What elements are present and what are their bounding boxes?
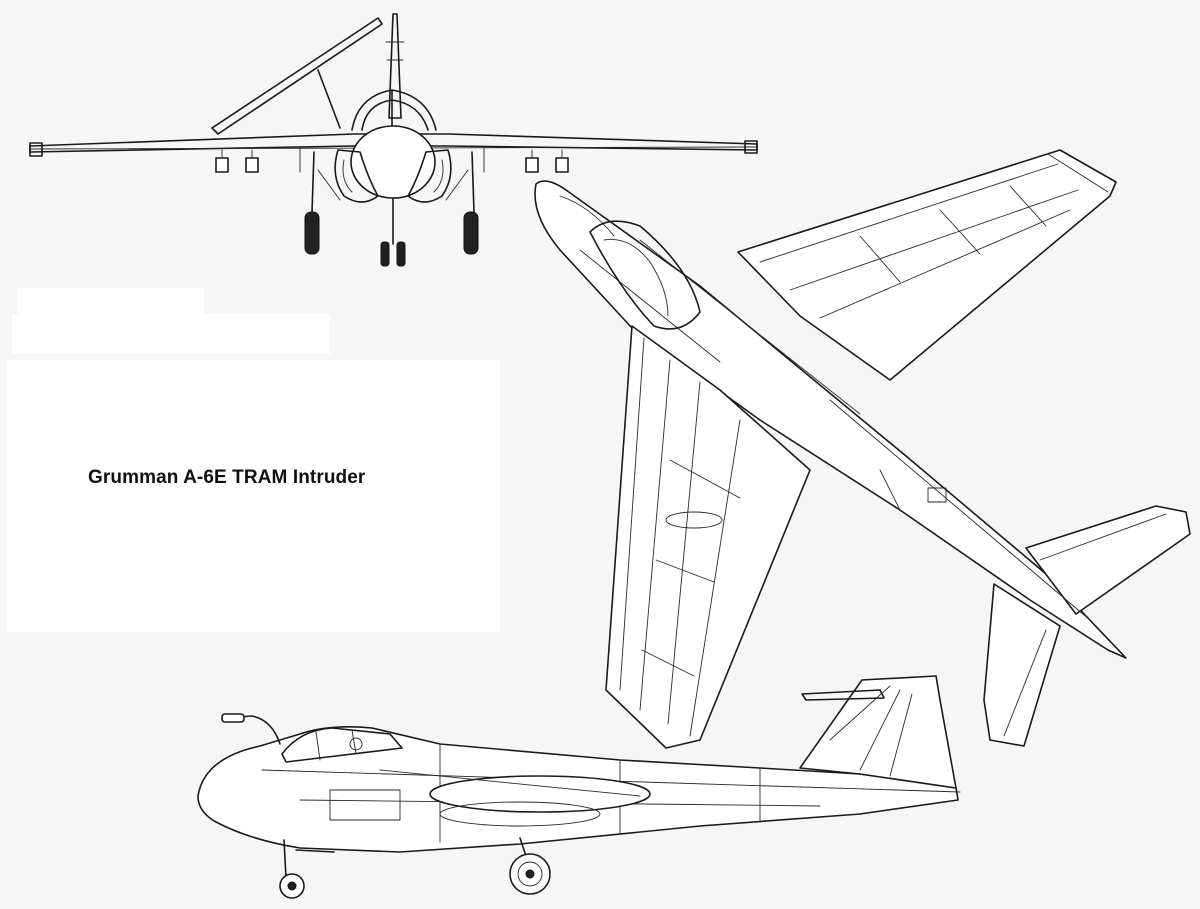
side-view [197,675,961,899]
title-panel-mid-strip [12,314,330,354]
drawing-title: Grumman A-6E TRAM Intruder [88,467,366,488]
title-panel-top-strip [18,288,204,314]
front-view [29,13,758,267]
top-view [534,149,1191,749]
title-panel [6,360,500,632]
